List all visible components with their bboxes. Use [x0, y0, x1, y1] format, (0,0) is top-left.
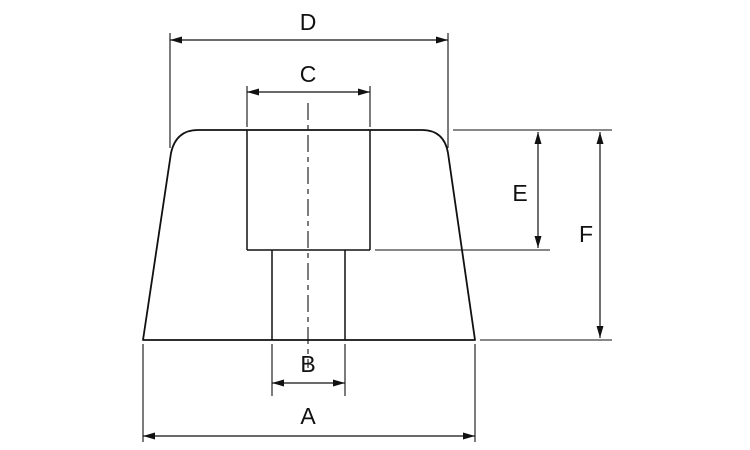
dimension-label-e: E [512, 180, 527, 206]
dimension-label-d: D [300, 9, 317, 35]
dimension-label-a: A [300, 403, 316, 429]
dimension-c [246, 86, 371, 127]
dimension-label-b: B [300, 351, 315, 377]
dimension-label-f: F [579, 221, 593, 247]
dimension-a [142, 344, 476, 442]
dimension-b [271, 344, 346, 396]
part-outline [142, 129, 476, 341]
dimension-e [375, 132, 550, 251]
drawing-layer [142, 33, 612, 442]
label-layer: D C E F B A [300, 9, 593, 429]
dimension-label-c: C [300, 61, 317, 87]
dimension-f [480, 132, 612, 341]
dimension-d [169, 33, 449, 148]
